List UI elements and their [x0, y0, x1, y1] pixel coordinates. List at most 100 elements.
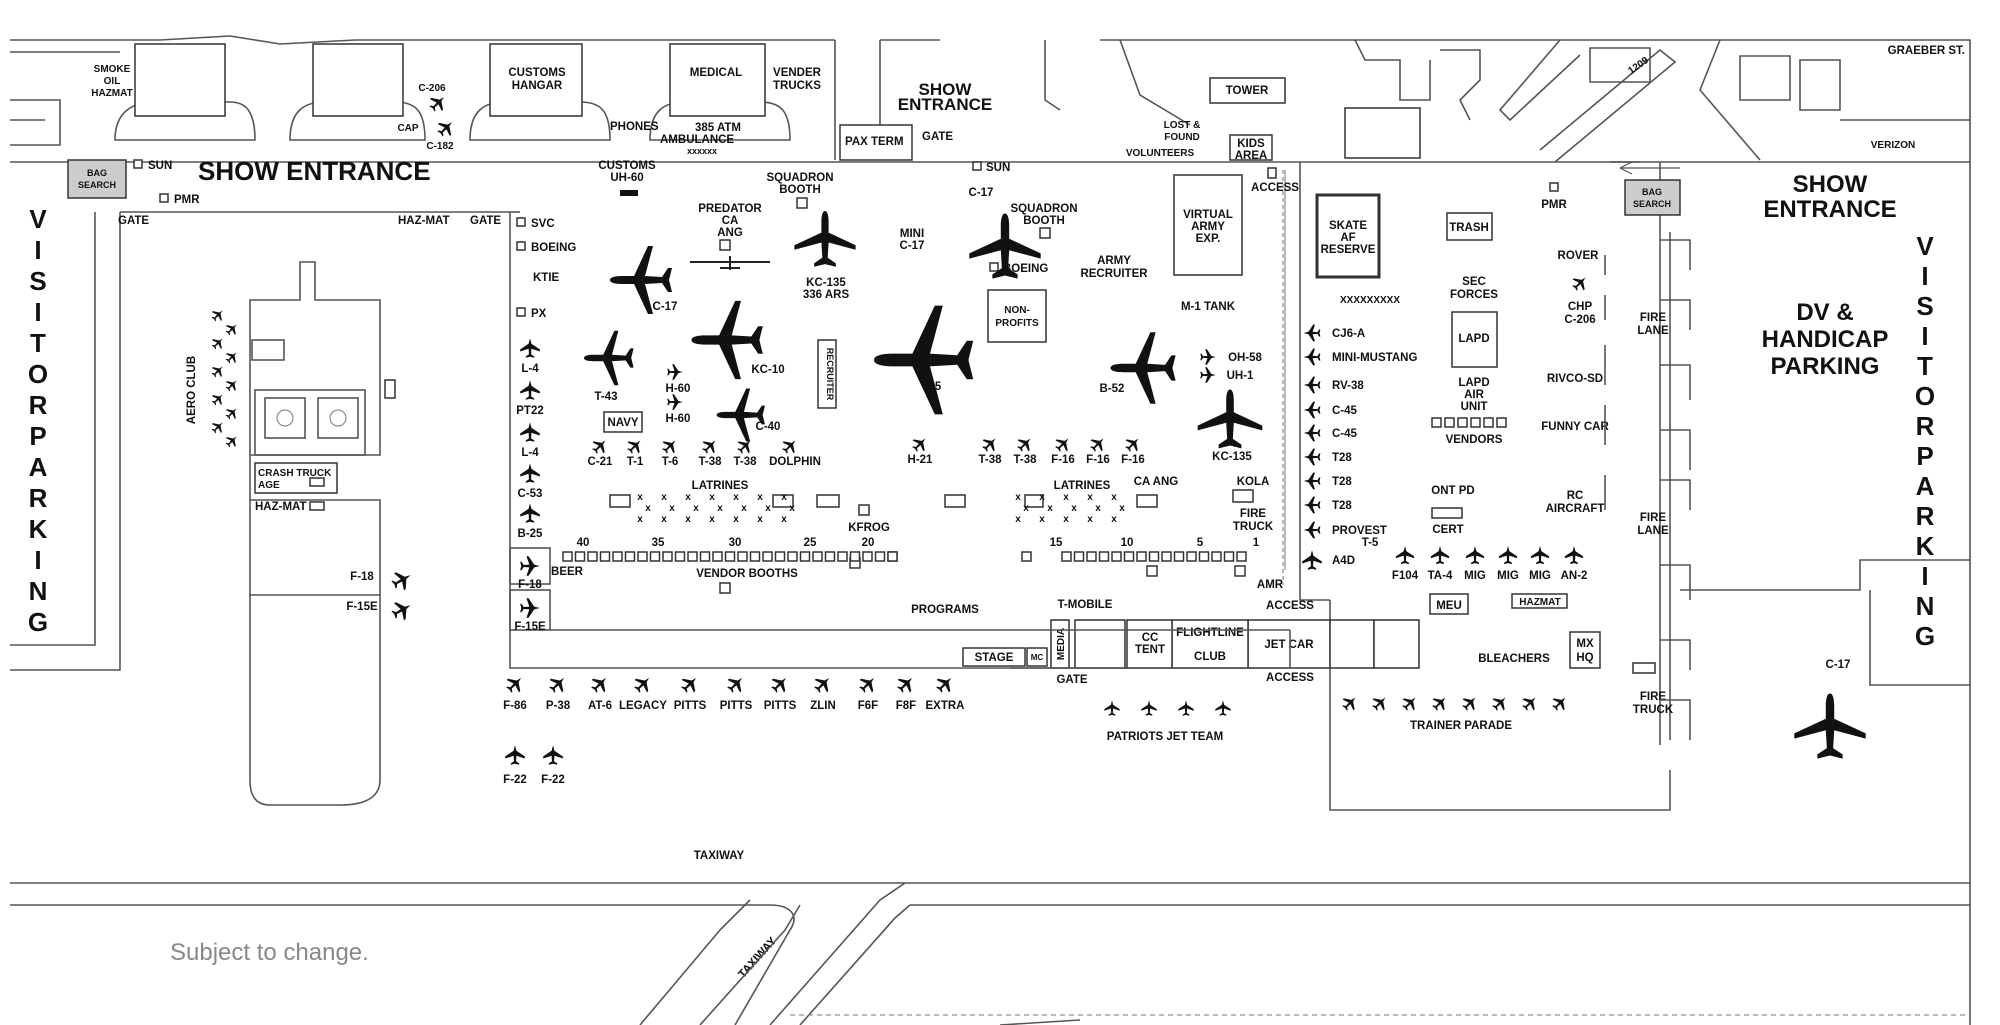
virtual-army-3: EXP. [1196, 233, 1221, 245]
latrine-mark: x [685, 492, 691, 503]
visitor-parking-right-letter: R [1916, 501, 1935, 531]
taxiway-label-top: TAXIWAY [694, 850, 745, 862]
vendor-booth [1123, 551, 1135, 562]
vendor-booth [1470, 417, 1481, 428]
hazmat-label: HAZMAT [1519, 597, 1560, 608]
vendor-booth [1444, 417, 1455, 428]
recruiter-label: RECRUITER [825, 348, 835, 401]
flightline-2: CLUB [1194, 651, 1226, 663]
beer-label: BEER [551, 566, 584, 578]
dv-parking-1: DV & [1796, 299, 1853, 326]
vender-trucks-2: TRUCKS [773, 80, 821, 92]
funny-car-label: FUNNY CAR [1541, 421, 1609, 433]
patriots-jet [1215, 700, 1231, 716]
latrine-mark: x [661, 492, 667, 503]
sun-center: SUN [986, 162, 1010, 174]
gate-left: GATE [118, 215, 149, 227]
latrines-left: LATRINES [692, 480, 749, 492]
predator-3: ANG [717, 227, 743, 239]
chp-aircraft [1569, 272, 1591, 294]
vendor-booth [587, 551, 598, 562]
bottom-row-label: LEGACY [619, 700, 667, 712]
taxiway-label-diag: TAXIWAY [736, 935, 779, 981]
vendor-booth [1148, 551, 1160, 562]
rc-aircraft-1: RC [1567, 490, 1584, 502]
pmr-right: PMR [1541, 199, 1567, 211]
vendor-booth [1483, 417, 1494, 428]
meu-label: MEU [1436, 600, 1462, 612]
trainer-parade-label: TRAINER PARADE [1410, 720, 1512, 732]
gate-label-top: GATE [922, 131, 953, 143]
squadron-booth-1: SQUADRON [766, 172, 833, 184]
h60-aircraft-2 [667, 394, 683, 410]
squadron-booth-2: BOOTH [779, 184, 821, 196]
vendor-booth [724, 551, 736, 562]
right-column-label: C-45 [1332, 405, 1358, 417]
vendor-number: 5 [1197, 537, 1204, 549]
site-labels: SMOKE OIL HAZMAT CUSTOMS HANGAR MEDICAL … [67, 55, 1915, 981]
trainer-parade-aircraft [1369, 692, 1391, 714]
right-column-label: RV-38 [1332, 380, 1364, 392]
visitor-parking-left-letter: V [29, 204, 47, 234]
aero-club-aircraft [223, 404, 241, 422]
latrine-mark: x [661, 514, 667, 525]
stage-label: STAGE [975, 652, 1014, 664]
visitor-parking-left-letter: A [29, 452, 48, 482]
latrine-mark: x [669, 503, 675, 514]
latrine-mark: x [1071, 503, 1077, 514]
px-label: PX [531, 308, 547, 320]
latrine-mark: x [637, 492, 643, 503]
subject-to-change-note: Subject to change. [170, 939, 369, 966]
vendor-booth [712, 551, 723, 562]
c17-top-label: C-17 [969, 187, 994, 199]
visitor-parking-left-letter: O [28, 359, 48, 389]
fire-lane-2b: LANE [1637, 525, 1669, 537]
show-entrance-top-2: ENTRANCE [898, 95, 992, 114]
vendor-booth [1111, 551, 1122, 562]
latrine-mark: x [757, 492, 763, 503]
bottom-row-label: F6F [858, 700, 878, 712]
vendor-booth [812, 551, 823, 562]
f22-aircraft [543, 745, 563, 765]
non-profits-2: PROFITS [995, 318, 1039, 329]
vendor-booth [762, 551, 773, 562]
latrine-mark: x [1087, 514, 1093, 525]
ca-ang-label: CA ANG [1134, 476, 1179, 488]
customs-uh60-2: UH-60 [610, 172, 643, 184]
skate-3: RESERVE [1321, 244, 1376, 256]
patriots-jet [1178, 700, 1194, 716]
far-left-label: F-15E [346, 601, 378, 613]
visitor-parking-left-letter: G [28, 607, 48, 637]
visitor-parking-right-letter: S [1916, 291, 1933, 321]
crash-truck-1: CRASH TRUCK [258, 468, 332, 479]
bottom-right-label: TA-4 [1428, 570, 1453, 582]
latrine-mark: x [765, 503, 771, 514]
display-aircraft-label: KC-135 [1212, 451, 1252, 463]
smoke-label-3: HAZMAT [91, 88, 132, 99]
vendor-booth [837, 551, 848, 562]
latrine-mark: x [1119, 503, 1125, 514]
bottom-row-label: F-86 [503, 700, 527, 712]
programs-label: PROGRAMS [911, 604, 979, 616]
latrines-right: LATRINES [1054, 480, 1111, 492]
bottom-row-aircraft [932, 671, 958, 697]
bottom-row-label: PITTS [720, 700, 753, 712]
visitor-parking-right-letter: I [1921, 321, 1928, 351]
latrine-mark: x [781, 514, 787, 525]
bottom-row-aircraft [855, 671, 881, 697]
lapd-air-2: AIR [1464, 389, 1485, 401]
vendor-booth [562, 551, 573, 562]
static-aircraft-2 [1014, 433, 1036, 455]
dv-parking-3: PARKING [1771, 353, 1880, 380]
left-small-label: F-18 [518, 579, 542, 591]
rivco-label: RIVCO-SD [1547, 373, 1603, 385]
bag-search-left-2: SEARCH [78, 180, 116, 190]
oh58-aircraft [1200, 349, 1216, 365]
fire-lane-1b: LANE [1637, 325, 1669, 337]
media-label: MEDIA [1056, 628, 1067, 660]
vendor-booth [1223, 551, 1235, 562]
bottom-row-aircraft [502, 671, 528, 697]
bottom-row-label: EXTRA [926, 700, 965, 712]
vendor-booth [1086, 551, 1097, 562]
vendor-booth [687, 551, 698, 562]
